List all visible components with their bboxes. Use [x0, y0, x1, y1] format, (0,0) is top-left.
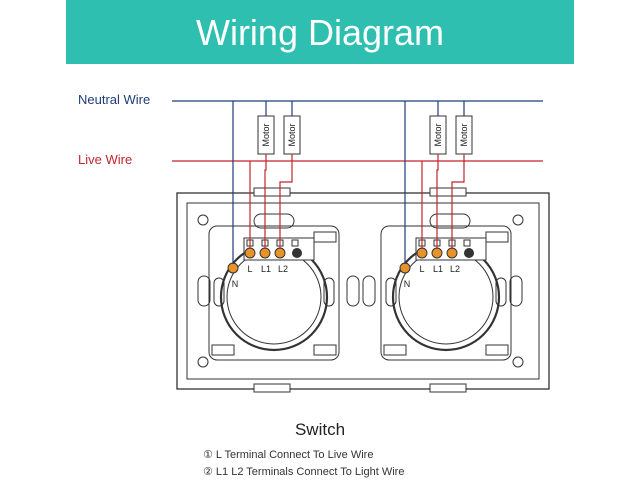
note-line-1: ① L Terminal Connect To Live Wire [203, 449, 374, 461]
motor-label-4: Motor [459, 123, 469, 146]
switch-caption: Switch [294, 420, 346, 439]
terminal-label-l2-right: L2 [450, 264, 460, 274]
plate-tabs [253, 187, 467, 393]
neutral-wire-label: Neutral Wire [78, 92, 151, 107]
motor-label-3: Motor [433, 123, 443, 146]
motor-neutral-wires [265, 101, 465, 116]
terminal-label-l1-right: L1 [433, 264, 443, 274]
terminal-label-l1-left: L1 [261, 264, 271, 274]
terminal-screw-right [464, 248, 474, 258]
terminal-n-right [399, 262, 411, 274]
terminal-screw-left [292, 248, 302, 258]
module-frame [208, 225, 340, 361]
terminal-label-n-right: N [404, 279, 411, 289]
terminal-l1-right [431, 247, 443, 259]
motor-load-wires [264, 154, 465, 249]
live-drop-wires [249, 161, 423, 249]
note-line-2: ② L1 L2 Terminals Connect To Light Wire [203, 466, 405, 478]
page-title: Wiring Diagram [195, 12, 445, 53]
switch-module-right [380, 213, 512, 361]
live-wire-label: Live Wire [78, 152, 133, 167]
switch-plate-inner [186, 202, 540, 380]
terminal-label-n-left: N [232, 279, 239, 289]
neutral-drop-wires [232, 101, 406, 264]
motor-label-2: Motor [287, 123, 297, 146]
switch-module-left [208, 213, 340, 361]
motor-label-1: Motor [261, 123, 271, 146]
terminal-label-l2-left: L2 [278, 264, 288, 274]
terminal-label-l-right: L [419, 264, 424, 274]
plate-screw-holes [197, 214, 524, 368]
terminal-n-left [227, 262, 239, 274]
switch-plate-outer [176, 192, 550, 390]
terminal-label-l-left: L [247, 264, 252, 274]
terminal-l-right [416, 247, 428, 259]
module-frame [380, 225, 512, 361]
plate-side-slots [197, 275, 523, 307]
terminal-l2-left [274, 247, 286, 259]
title-banner: Wiring Diagram [66, 0, 574, 64]
terminal-l1-left [259, 247, 271, 259]
terminal-l-left [244, 247, 256, 259]
terminal-l2-right [446, 247, 458, 259]
